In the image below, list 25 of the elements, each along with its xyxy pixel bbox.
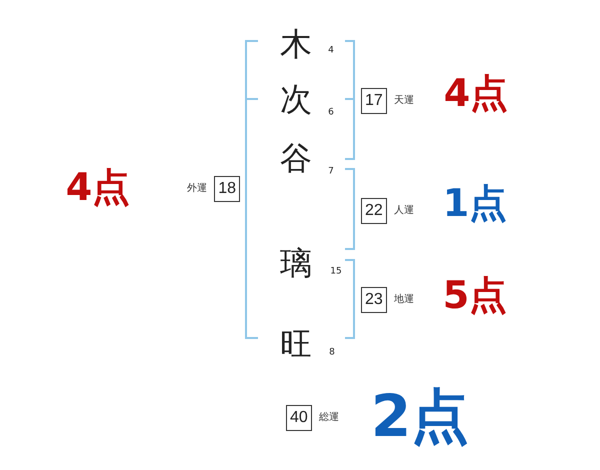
number-box: 18 — [214, 176, 240, 202]
fortune-label: 人運 — [394, 205, 414, 217]
name-character: 旺 — [280, 328, 312, 360]
score-text: 1点 — [442, 184, 508, 222]
name-character: 谷 — [280, 142, 312, 174]
stroke-count: 8 — [329, 348, 335, 358]
number-box: 22 — [361, 198, 387, 224]
score-text: 5点 — [442, 276, 508, 314]
stroke-count: 4 — [328, 46, 334, 56]
number-box: 23 — [361, 287, 387, 313]
fortune-label: 天運 — [394, 95, 414, 107]
name-character: 璃 — [280, 247, 312, 279]
stroke-count: 6 — [328, 108, 334, 118]
fortune-label: 地運 — [394, 294, 414, 306]
name-character: 木 — [280, 28, 312, 60]
number-box: 17 — [361, 88, 387, 114]
fortune-label: 外運 — [187, 183, 208, 195]
stroke-count: 15 — [330, 268, 342, 276]
number-box: 40 — [286, 405, 312, 431]
stroke-count: 7 — [328, 168, 334, 176]
score-text: 4点 — [444, 74, 508, 112]
score-text: 2点 — [370, 387, 470, 445]
name-character: 次 — [280, 83, 312, 115]
score-text: 4点 — [66, 168, 130, 206]
fortune-label: 総運 — [318, 412, 339, 424]
